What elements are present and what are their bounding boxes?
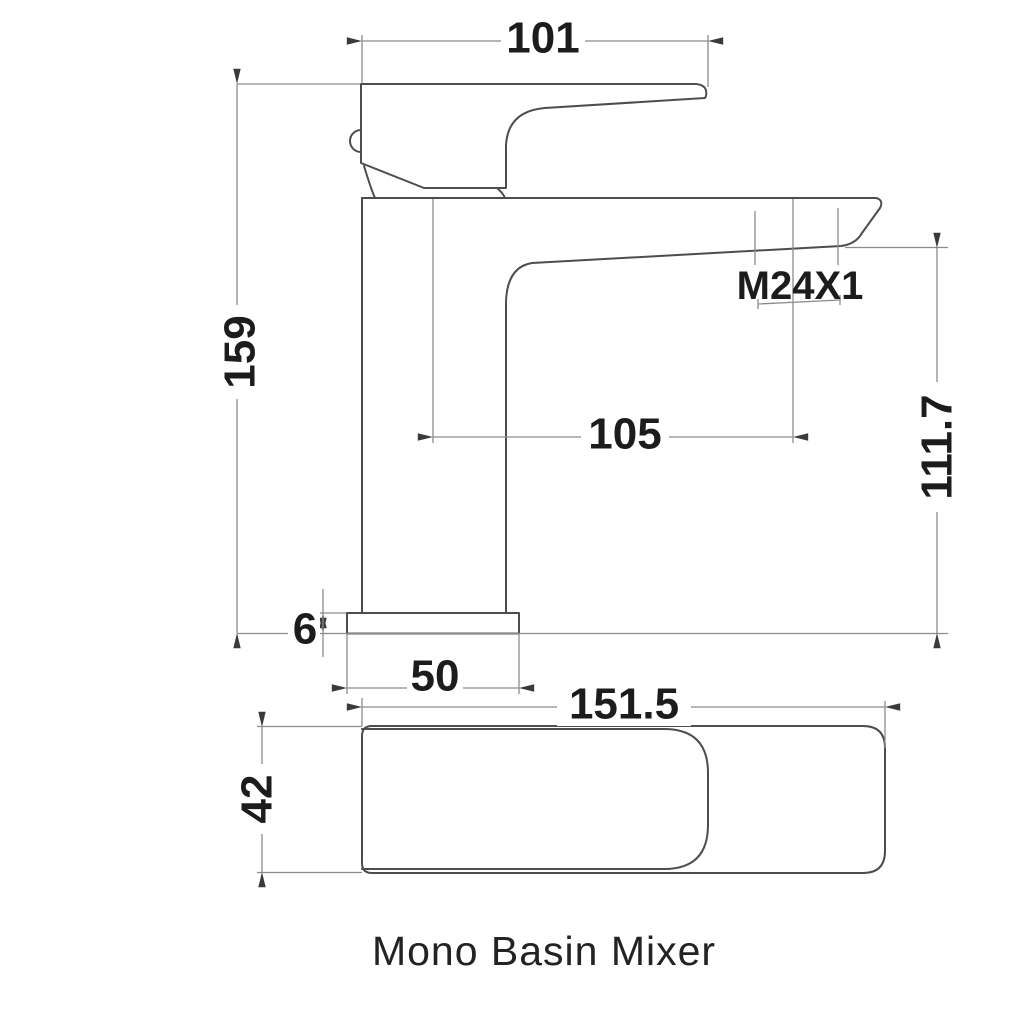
top-view: [361, 725, 886, 874]
dimension-base-width: 50: [331, 634, 535, 701]
rotated-label: 111.7: [913, 382, 962, 512]
dim-50-label: 50: [411, 652, 460, 701]
dimension-spout-outlet-height: 111.7: [845, 232, 962, 649]
dimension-base-thickness: 6: [288, 589, 346, 657]
neck-curve-right: [496, 187, 506, 199]
thread-label: M24X1: [737, 264, 864, 308]
label-mask: [288, 607, 320, 651]
dimension-overall-length: 151.5: [346, 680, 901, 748]
thread-callout: M24X1: [737, 208, 864, 309]
rotated-label: 42: [233, 764, 282, 834]
label-mask: [501, 15, 585, 60]
thread-extent-line: [757, 295, 841, 309]
lever-handle-outline: [360, 83, 708, 189]
dimension-footprint-depth: 42: [233, 711, 362, 888]
footprint-inner-body: [361, 728, 709, 870]
footprint-outer: [361, 725, 886, 874]
dimension-spout-reach: 105: [417, 199, 809, 459]
dim-105-label: 105: [588, 410, 661, 459]
rotated-label: 159: [216, 305, 265, 399]
label-mask: [914, 382, 960, 512]
label-mask: [234, 764, 280, 834]
drawing-caption: Mono Basin Mixer: [372, 928, 716, 974]
base-plate: [346, 612, 520, 634]
dim-151-5-label: 151.5: [569, 680, 679, 729]
neck-curve-left: [363, 165, 376, 199]
label-mask: [407, 653, 463, 697]
dimension-handle-length: 101: [346, 14, 724, 87]
lever-side-bump: [349, 129, 362, 153]
label-mask: [557, 682, 691, 726]
body-spout-outline: [361, 197, 883, 614]
dim-42-label: 42: [233, 775, 282, 824]
dim-6-label: 6: [293, 605, 317, 654]
label-mask: [581, 412, 669, 457]
dim-159-label: 159: [216, 315, 265, 388]
label-mask: [217, 305, 263, 399]
dimension-overall-height: 159: [216, 68, 360, 649]
dim-101-label: 101: [506, 14, 579, 63]
dim-111-7-label: 111.7: [913, 394, 962, 499]
side-view: [346, 83, 883, 635]
